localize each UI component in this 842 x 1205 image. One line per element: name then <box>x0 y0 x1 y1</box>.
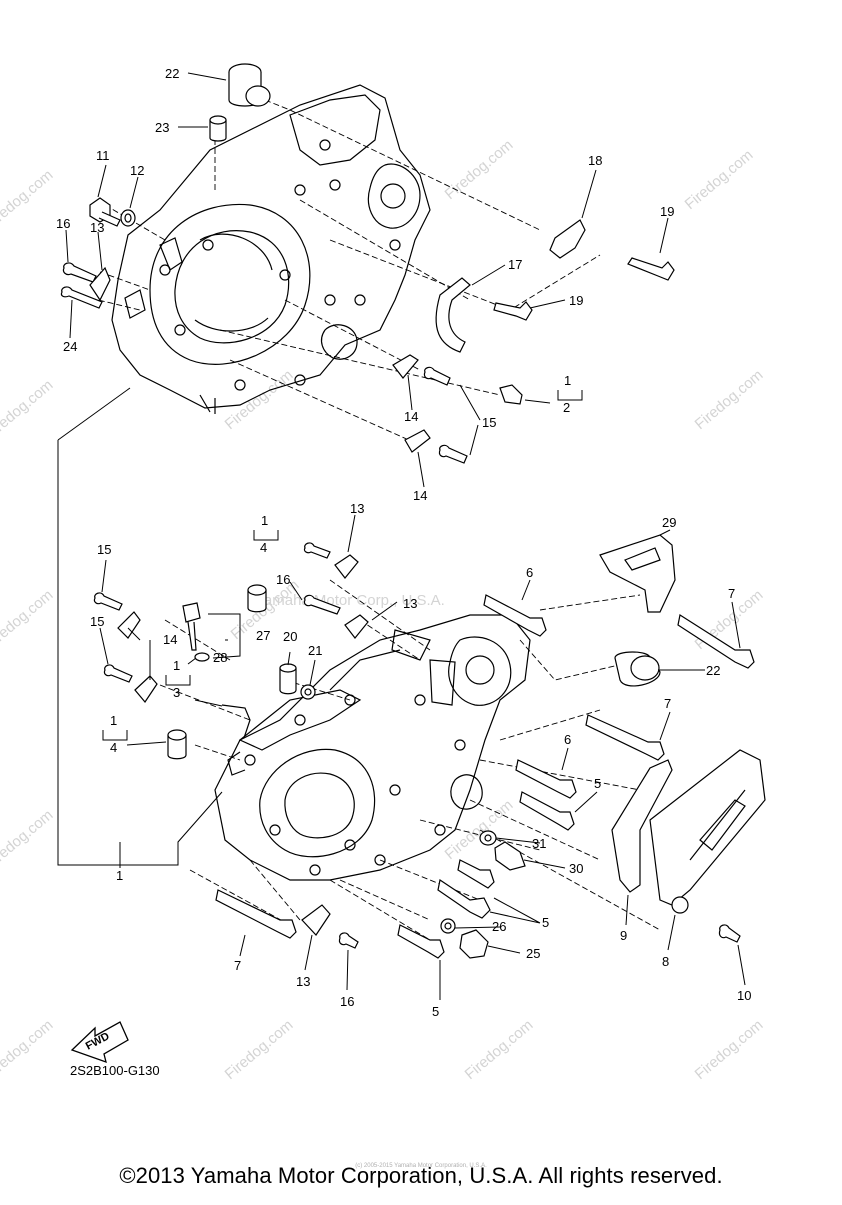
callout-19: 19 <box>660 204 674 219</box>
callout-4-upper: 4 <box>260 540 267 555</box>
callout-31: 31 <box>532 836 546 851</box>
watermark-owner: Yamaha Motor Corp., U.S.A. <box>255 592 445 609</box>
callout-13c: 13 <box>403 596 417 611</box>
callout-26: 26 <box>492 919 506 934</box>
callout-1-left: 1 <box>110 713 117 728</box>
watermark: Firedog.com <box>0 806 56 873</box>
callout-15: 15 <box>482 415 496 430</box>
callout-9: 9 <box>620 928 627 943</box>
watermark: Firedog.com <box>0 1016 56 1083</box>
callout-7: 7 <box>728 586 735 601</box>
fwd-arrow-icon: FWD <box>70 1021 129 1064</box>
watermark: Firedog.com <box>222 366 297 433</box>
callout-24: 24 <box>63 339 77 354</box>
callout-13b: 13 <box>350 501 364 516</box>
callout-7b: 7 <box>664 696 671 711</box>
callout-12: 12 <box>130 163 144 178</box>
watermark: Firedog.com <box>692 1016 767 1083</box>
callout-8: 8 <box>662 954 669 969</box>
callout-29: 29 <box>662 515 676 530</box>
callout-7c: 7 <box>234 958 241 973</box>
callout-16b: 16 <box>276 572 290 587</box>
callout-17: 17 <box>508 257 522 272</box>
watermark: Firedog.com <box>442 136 517 203</box>
leader-lines <box>57 72 746 1000</box>
callout-15c: 15 <box>90 614 104 629</box>
callout-5: 5 <box>594 776 601 791</box>
callout-6b: 6 <box>564 732 571 747</box>
callout-labels: 22 23 11 12 16 13 24 18 19 17 19 1 2 14 … <box>56 66 751 1078</box>
callout-11: 11 <box>96 148 110 163</box>
callout-10: 10 <box>737 988 751 1003</box>
upper-leader-dashes <box>89 89 601 446</box>
copyright-notice: ©2013 Yamaha Motor Corporation, U.S.A. A… <box>119 1163 723 1188</box>
callout-16: 16 <box>56 216 70 231</box>
callout-1-mid: 1 <box>173 658 180 673</box>
callout-20: 20 <box>283 629 297 644</box>
callout-1: 1 <box>116 868 123 883</box>
callout-13d: 13 <box>296 974 310 989</box>
callout-14c: 14 <box>163 632 177 647</box>
callout-4: 4 <box>110 740 117 755</box>
callout-30: 30 <box>569 861 583 876</box>
callout-1-top: 1 <box>564 373 571 388</box>
callout-23: 23 <box>155 120 169 135</box>
watermark: Firedog.com <box>692 366 767 433</box>
callout-14: 14 <box>404 409 418 424</box>
callout-1-upper: 1 <box>261 513 268 528</box>
callout-5b: 5 <box>542 915 549 930</box>
callout-21: 21 <box>308 643 322 658</box>
callout-16c: 16 <box>340 994 354 1009</box>
callout-27: 27 <box>256 628 270 643</box>
diagram-code: 2S2B100-G130 <box>70 1063 160 1078</box>
callout-3: 3 <box>173 685 180 700</box>
callout-2: 2 <box>563 400 570 415</box>
watermark: Firedog.com <box>222 1016 297 1083</box>
callout-14b: 14 <box>413 488 427 503</box>
watermark: Firedog.com <box>0 376 56 443</box>
callout-18: 18 <box>588 153 602 168</box>
fine-print: (c) 2005-2015 Yamaha Motor Corporation, … <box>355 1163 487 1169</box>
callout-28: 28 <box>213 650 227 665</box>
callout-22: 22 <box>165 66 179 81</box>
callout-6: 6 <box>526 565 533 580</box>
watermark: Firedog.com <box>462 1016 537 1083</box>
watermark: Firedog.com <box>682 146 757 213</box>
assembly-brackets <box>102 390 583 741</box>
upper-small-parts <box>60 63 675 464</box>
watermark: Firedog.com <box>0 166 56 233</box>
callout-5c: 5 <box>432 1004 439 1019</box>
lower-small-parts <box>93 534 766 959</box>
callout-15b: 15 <box>97 542 111 557</box>
watermark: Firedog.com <box>0 586 56 653</box>
right-crankcase-drawing <box>111 84 431 414</box>
callout-25: 25 <box>526 946 540 961</box>
callout-22b: 22 <box>706 663 720 678</box>
callout-13: 13 <box>90 220 104 235</box>
callout-19b: 19 <box>569 293 583 308</box>
